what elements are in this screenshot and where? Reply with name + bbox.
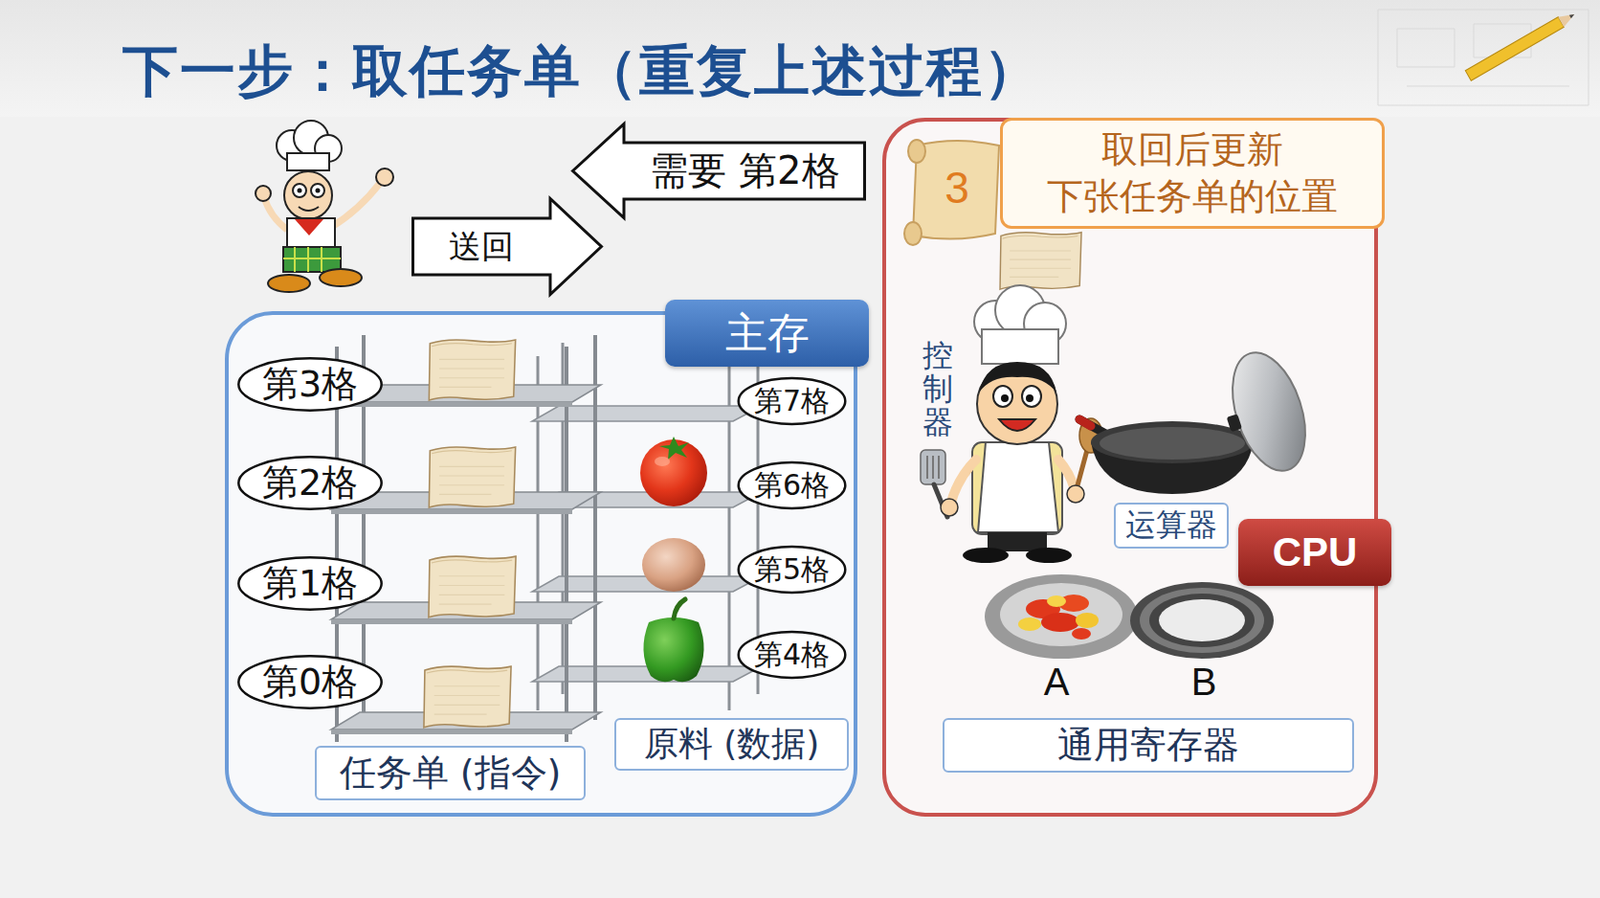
slot-label: 第7格 <box>754 381 830 422</box>
region-tab: 主存 <box>665 299 869 367</box>
ellipse-shape <box>238 556 381 609</box>
register-box: 通用寄存器 <box>942 717 1355 773</box>
region-title: CPU <box>1272 529 1358 576</box>
callout-text: 取回后更新 下张任务单的位置 <box>1002 126 1382 222</box>
ellipse-shape <box>238 655 381 708</box>
arrow-label: 送回 <box>448 224 514 269</box>
callout-number: 3 <box>944 161 970 214</box>
component-label: 运算器 <box>1125 504 1218 547</box>
ellipse-shape <box>738 631 846 678</box>
arrow-shape <box>413 199 602 295</box>
ellipse-shape <box>738 377 846 424</box>
slot-ellipse: 第1格 <box>236 555 384 612</box>
caption-label: 原料 (数据) <box>644 720 821 768</box>
slot-ellipse: 第2格 <box>236 454 384 512</box>
slot-ellipse: 第6格 <box>736 460 847 511</box>
caption-label: 任务单 (指令) <box>339 748 562 798</box>
slot-ellipse: 第5格 <box>736 544 847 595</box>
slot-ellipse: 第3格 <box>236 355 384 413</box>
arrow-label: 需要 第2格 <box>649 144 840 198</box>
component-box: 控制器 <box>914 325 960 453</box>
slot-ellipse: 第0格 <box>236 653 384 711</box>
slot-label: 第4格 <box>754 635 830 675</box>
block-arrow: 送回 <box>411 197 603 296</box>
slide-title: 下一步：取任务单（重复上述过程） <box>122 34 1042 110</box>
slot-label: 第0格 <box>262 657 358 707</box>
cpu-region: CPU取回后更新 下张任务单的位置控制器运算器通用寄存器 <box>882 117 1378 817</box>
ellipse-shape <box>738 546 846 593</box>
caption-box: 任务单 (指令) <box>314 745 586 800</box>
slot-label: 第3格 <box>262 359 358 409</box>
callout-box: 取回后更新 下张任务单的位置 <box>1000 117 1385 229</box>
ellipse-shape <box>238 456 381 509</box>
region-title: 主存 <box>725 305 810 362</box>
slot-label: 第1格 <box>262 558 358 608</box>
register-name: B <box>1191 660 1218 704</box>
slot-ellipse: 第7格 <box>736 376 847 426</box>
slot-label: 第2格 <box>262 458 358 508</box>
arrow-shape <box>573 124 866 219</box>
caption-box: 原料 (数据) <box>614 717 849 771</box>
register-name: A <box>1044 660 1070 704</box>
slot-label: 第5格 <box>754 550 830 590</box>
component-label: 控制器 <box>922 338 954 441</box>
slot-label: 第6格 <box>754 466 830 506</box>
memory-region: 主存第3格第2格第1格第0格第7格第6格第5格第4格任务单 (指令)原料 (数据… <box>224 311 858 817</box>
component-box: 运算器 <box>1113 502 1229 549</box>
register-label: 通用寄存器 <box>1057 720 1240 770</box>
block-arrow: 需要 第2格 <box>571 122 867 220</box>
ellipse-shape <box>738 462 846 509</box>
ellipse-shape <box>238 357 381 410</box>
region-tab: CPU <box>1238 518 1392 586</box>
slot-ellipse: 第4格 <box>736 629 847 680</box>
